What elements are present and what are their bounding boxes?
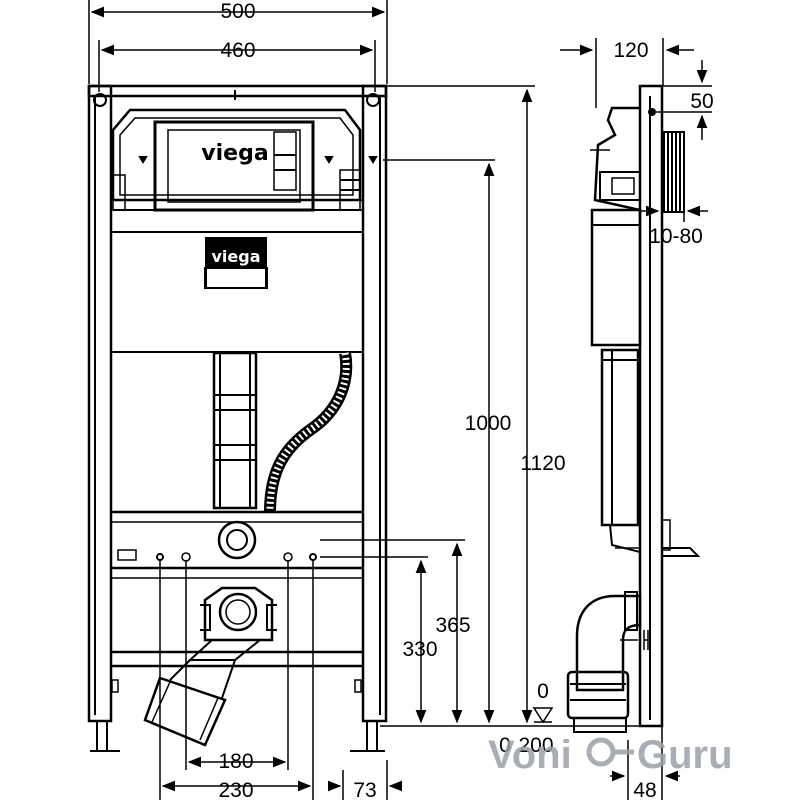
side-frame (638, 84, 676, 728)
side-drain-elbow (566, 591, 649, 733)
dimension-anchor-upper (320, 539, 465, 724)
watermark-text-right: Guru (637, 733, 733, 777)
viega-logo-cistern: viega (201, 141, 268, 166)
dimension-wall-range (640, 190, 708, 222)
dimension-top-offset (662, 60, 712, 140)
floor-line (380, 707, 640, 727)
label-depth-top: 120 (613, 39, 648, 62)
flush-pipe (212, 351, 258, 510)
cistern-unit (111, 108, 378, 212)
dimension-overall-height (385, 85, 535, 724)
label-anchor-upper: 365 (435, 614, 470, 637)
side-wall-adapter (663, 131, 685, 213)
label-anchor-lower: 330 (402, 638, 437, 661)
panel-logo-text: viega (211, 247, 260, 266)
dimension-anchor-spacing (159, 560, 314, 800)
lower-crossbars (111, 510, 363, 668)
label-outlet-zero: 0 (499, 734, 511, 757)
label-overall-height: 1120 (520, 452, 565, 475)
front-view (87, 0, 640, 800)
label-wall-range: 10-80 (649, 225, 703, 248)
drain-outlet (143, 586, 277, 747)
dimension-outlet-offset (327, 760, 403, 800)
side-flush-pipe (600, 348, 641, 553)
dimension-total-width (88, 0, 388, 84)
label-outlet-offset: 73 (353, 779, 376, 800)
label-anchor-spacing-inner: 180 (218, 750, 253, 773)
viega-logo-panel: viega (204, 242, 268, 289)
side-cistern (590, 106, 642, 347)
label-floor-offset: 200 (518, 734, 553, 757)
label-floor-zero: 0 (537, 680, 549, 703)
label-bottom-depth: 48 (633, 779, 656, 800)
label-top-offset: 50 (690, 90, 713, 113)
watermark: Voni Guru (488, 733, 733, 777)
label-anchor-spacing-outer: 230 (218, 779, 253, 800)
cistern-logo-text: viega (201, 141, 268, 166)
flexible-hose (264, 351, 353, 513)
watermark-drop-icon (586, 737, 616, 767)
label-total-width: 500 (220, 0, 255, 23)
watermark-text-left: Voni (488, 733, 572, 777)
label-inner-width: 460 (220, 39, 255, 62)
dimension-inner-width (98, 40, 376, 92)
dimension-anchor-lower (320, 556, 428, 724)
dimension-depth-top (560, 38, 694, 108)
side-view (560, 38, 712, 800)
side-bracket (661, 519, 701, 557)
dimension-flush-height (383, 159, 495, 724)
frame-feet (90, 679, 385, 752)
label-flush-height: 1000 (465, 412, 512, 435)
